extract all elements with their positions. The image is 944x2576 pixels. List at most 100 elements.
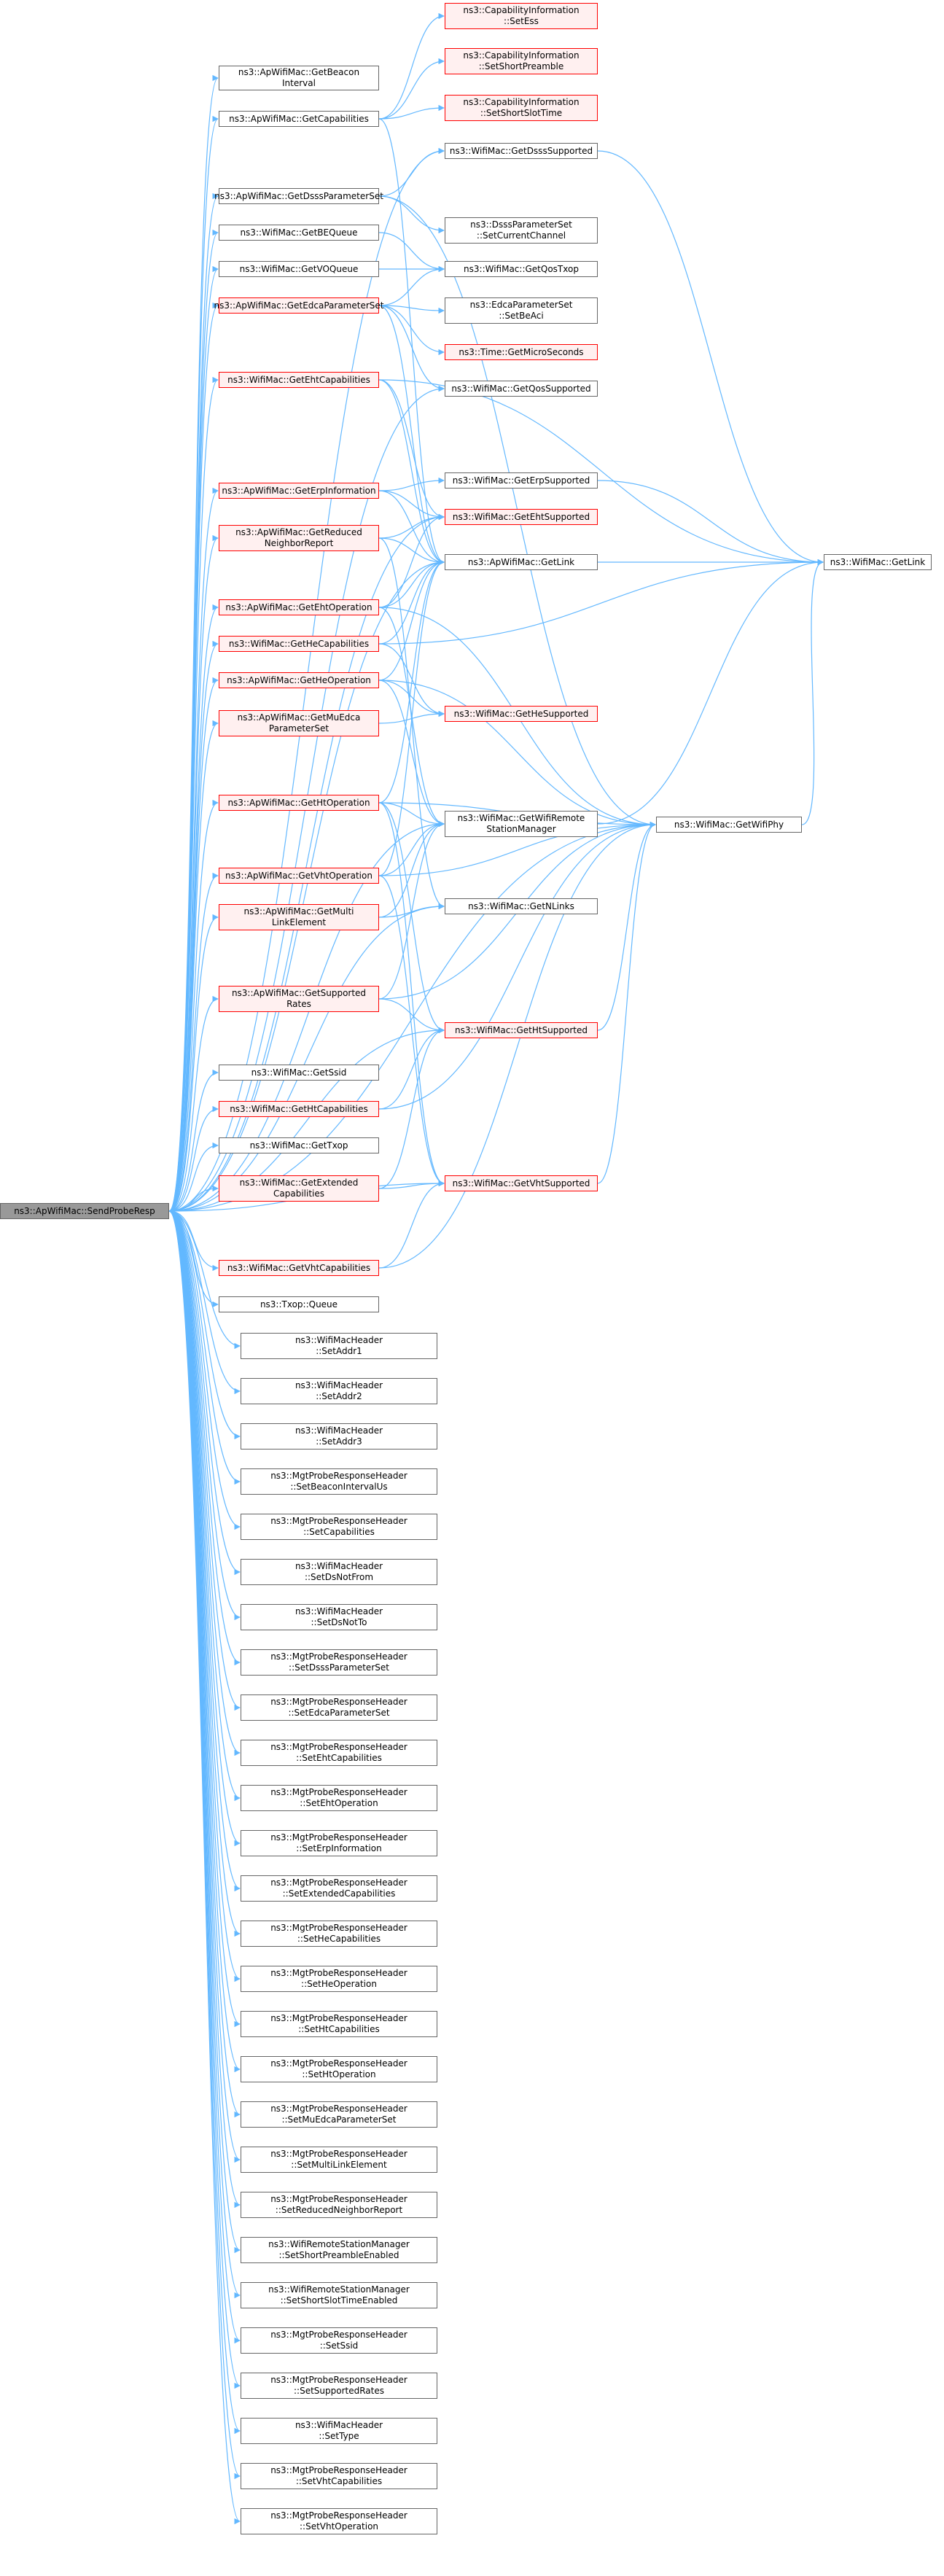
node-wifimac-getqossupported[interactable]: ns3::WifiMac::GetQosSupported (445, 381, 598, 397)
node-mgtproberesponseheader-setsupportedrates[interactable]: ns3::MgtProbeResponseHeader ::SetSupport… (241, 2373, 437, 2399)
edge-n6-to-m7 (378, 305, 445, 314)
node-mgtproberesponseheader-setreducedneighborreport[interactable]: ns3::MgtProbeResponseHeader ::SetReduced… (241, 2192, 437, 2218)
node-mgtproberesponseheader-setcapabilities[interactable]: ns3::MgtProbeResponseHeader ::SetCapabil… (241, 1514, 437, 1540)
edge-n22-to-m17 (378, 1180, 445, 1269)
node-apwifimac-sendproberesp[interactable]: ns3::ApWifiMac::SendProbeResp (0, 1203, 169, 1219)
node-wifimac-getvhtcapabilities[interactable]: ns3::WifiMac::GetVhtCapabilities (219, 1260, 379, 1276)
node-capabilityinformation-setshortslottime[interactable]: ns3::CapabilityInformation ::SetShortSlo… (445, 95, 598, 121)
node-wifimac-getehtsupported[interactable]: ns3::WifiMac::GetEhtSupported (445, 509, 598, 525)
node-mgtproberesponseheader-setbeaconintervalus[interactable]: ns3::MgtProbeResponseHeader ::SetBeaconI… (241, 1468, 437, 1495)
node-mgtproberesponseheader-setmuedcaparameterset[interactable]: ns3::MgtProbeResponseHeader ::SetMuEdcaP… (241, 2101, 437, 2128)
node-wifimacheader-setdsnotto[interactable]: ns3::WifiMacHeader ::SetDsNotTo (241, 1604, 437, 1630)
edge-n4-to-m6 (378, 232, 445, 273)
edge-n7-to-r2 (378, 379, 824, 566)
node-wifimac-geterpsupported[interactable]: ns3::WifiMac::GetErpSupported (445, 472, 598, 489)
edge-n2-to-m12 (378, 118, 445, 566)
node-apwifimac-gethtoperation[interactable]: ns3::ApWifiMac::GetHtOperation (219, 795, 379, 811)
node-wifiremotestationmanager-setshortpreambleenabled[interactable]: ns3::WifiRemoteStationManager ::SetShort… (241, 2237, 437, 2263)
node-wifimac-getwifiphy[interactable]: ns3::WifiMac::GetWifiPhy (656, 817, 802, 833)
node-apwifimac-getdsssparameterset[interactable]: ns3::ApWifiMac::GetDsssParameterSet (214, 188, 383, 204)
node-capabilityinformation-setshortpreamble[interactable]: ns3::CapabilityInformation ::SetShortPre… (445, 48, 598, 74)
edge-n6-to-m12 (378, 305, 445, 566)
node-apwifimac-getmulti-linkelement[interactable]: ns3::ApWifiMac::GetMulti LinkElement (219, 904, 379, 930)
edge-n7-to-m12 (378, 379, 445, 566)
node-apwifimac-getbeacon-interval[interactable]: ns3::ApWifiMac::GetBeacon Interval (219, 66, 379, 90)
node-apwifimac-geterpinformation[interactable]: ns3::ApWifiMac::GetErpInformation (219, 483, 379, 499)
node-mgtproberesponseheader-sethtcapabilities[interactable]: ns3::MgtProbeResponseHeader ::SetHtCapab… (241, 2011, 437, 2037)
node-apwifimac-getreduced-neighborreport[interactable]: ns3::ApWifiMac::GetReduced NeighborRepor… (219, 525, 379, 551)
node-mgtproberesponseheader-setehtcapabilities[interactable]: ns3::MgtProbeResponseHeader ::SetEhtCapa… (241, 1740, 437, 1766)
edge-n19-to-r1 (378, 821, 656, 1110)
node-mgtproberesponseheader-setvhtoperation[interactable]: ns3::MgtProbeResponseHeader ::SetVhtOper… (241, 2508, 437, 2534)
node-wifimac-gethecapabilities[interactable]: ns3::WifiMac::GetHeCapabilities (219, 636, 379, 652)
node-wifimacheader-setaddr2[interactable]: ns3::WifiMacHeader ::SetAddr2 (241, 1378, 437, 1404)
edge-n0-to-n39 (168, 1210, 241, 2028)
node-mgtproberesponseheader-seterpinformation[interactable]: ns3::MgtProbeResponseHeader ::SetErpInfo… (241, 1830, 437, 1856)
edge-m16-to-r1 (597, 821, 656, 1031)
node-wifimac-gethesupported[interactable]: ns3::WifiMac::GetHeSupported (445, 706, 598, 722)
node-wifimac-getvoqueue[interactable]: ns3::WifiMac::GetVOQueue (219, 261, 379, 277)
edge-n15-to-m14 (378, 820, 445, 876)
node-apwifimac-getheoperation[interactable]: ns3::ApWifiMac::GetHeOperation (219, 672, 379, 688)
node-mgtproberesponseheader-setheoperation[interactable]: ns3::MgtProbeResponseHeader ::SetHeOpera… (241, 1966, 437, 1992)
edge-n12-to-m14 (378, 680, 445, 828)
node-wifimacheader-setaddr3[interactable]: ns3::WifiMacHeader ::SetAddr3 (241, 1423, 437, 1450)
node-mgtproberesponseheader-setdsssparameterset[interactable]: ns3::MgtProbeResponseHeader ::SetDsssPar… (241, 1649, 437, 1676)
node-apwifimac-getehtoperation[interactable]: ns3::ApWifiMac::GetEhtOperation (219, 599, 379, 615)
edge-n6-to-m8 (378, 305, 445, 356)
edge-n0-to-n3 (168, 193, 219, 1212)
node-apwifimac-getcapabilities[interactable]: ns3::ApWifiMac::GetCapabilities (219, 111, 379, 127)
node-txop-queue[interactable]: ns3::Txop::Queue (219, 1296, 379, 1312)
node-mgtproberesponseheader-setvhtcapabilities[interactable]: ns3::MgtProbeResponseHeader ::SetVhtCapa… (241, 2463, 437, 2489)
node-wifimac-getnlinks[interactable]: ns3::WifiMac::GetNLinks (445, 898, 598, 914)
node-apwifimac-getsupported-rates[interactable]: ns3::ApWifiMac::GetSupported Rates (219, 986, 379, 1012)
node-edcaparameterset-setbeaci[interactable]: ns3::EdcaParameterSet ::SetBeAci (445, 297, 598, 324)
node-apwifimac-getedcaparameterset[interactable]: ns3::ApWifiMac::GetEdcaParameterSet (214, 297, 383, 314)
edge-m10-to-r2 (597, 480, 824, 566)
edge-n12-to-m12 (378, 559, 445, 681)
node-mgtproberesponseheader-setextendedcapabilities[interactable]: ns3::MgtProbeResponseHeader ::SetExtende… (241, 1875, 437, 1902)
edge-n10-to-m12 (378, 559, 445, 608)
node-apwifimac-getlink[interactable]: ns3::ApWifiMac::GetLink (445, 554, 598, 570)
node-wifimac-gettxop[interactable]: ns3::WifiMac::GetTxop (219, 1137, 379, 1153)
edge-n14-to-m17 (378, 802, 445, 1187)
node-dsssparameterset-setcurrentchannel[interactable]: ns3::DsssParameterSet ::SetCurrentChanne… (445, 217, 598, 244)
node-wifimacheader-setdsnotfrom[interactable]: ns3::WifiMacHeader ::SetDsNotFrom (241, 1559, 437, 1585)
node-wifimac-gethtsupported[interactable]: ns3::WifiMac::GetHtSupported (445, 1022, 598, 1038)
node-wifimac-getehtcapabilities[interactable]: ns3::WifiMac::GetEhtCapabilities (219, 372, 379, 388)
node-wifimac-gethtcapabilities[interactable]: ns3::WifiMac::GetHtCapabilities (219, 1101, 379, 1117)
edge-n15-to-m17 (378, 875, 445, 1187)
node-mgtproberesponseheader-sethecapabilities[interactable]: ns3::MgtProbeResponseHeader ::SetHeCapab… (241, 1921, 437, 1947)
node-apwifimac-getvhtoperation[interactable]: ns3::ApWifiMac::GetVhtOperation (219, 868, 379, 884)
edge-n8-to-m12 (378, 490, 445, 566)
edge-n12-to-m13 (378, 680, 445, 717)
node-wifimac-getwifiremote-stationmanager[interactable]: ns3::WifiMac::GetWifiRemote StationManag… (445, 811, 598, 837)
node-wifiremotestationmanager-setshortslottimeenabled[interactable]: ns3::WifiRemoteStationManager ::SetShort… (241, 2282, 437, 2308)
edge-n0-to-n6 (168, 303, 219, 1212)
node-mgtproberesponseheader-setssid[interactable]: ns3::MgtProbeResponseHeader ::SetSsid (241, 2327, 437, 2354)
edge-n0-to-n14 (168, 799, 219, 1212)
node-mgtproberesponseheader-sethtoperation[interactable]: ns3::MgtProbeResponseHeader ::SetHtOpera… (241, 2056, 437, 2082)
node-wifimac-getqostxop[interactable]: ns3::WifiMac::GetQosTxop (445, 261, 598, 277)
node-time-getmicroseconds[interactable]: ns3::Time::GetMicroSeconds (445, 344, 598, 360)
edge-n2-to-m1 (378, 12, 445, 120)
node-wifimac-getdssssupported[interactable]: ns3::WifiMac::GetDsssSupported (445, 143, 598, 159)
node-mgtproberesponseheader-setehtoperation[interactable]: ns3::MgtProbeResponseHeader ::SetEhtOper… (241, 1785, 437, 1811)
edge-n14-to-m12 (378, 559, 445, 803)
edge-n15-to-r1 (378, 821, 656, 876)
node-capabilityinformation-setess[interactable]: ns3::CapabilityInformation ::SetEss (445, 3, 598, 29)
edge-n0-to-n31 (168, 1210, 241, 1666)
node-wifimac-getextended-capabilities[interactable]: ns3::WifiMac::GetExtended Capabilities (219, 1175, 379, 1202)
node-wifimacheader-settype[interactable]: ns3::WifiMacHeader ::SetType (241, 2418, 437, 2444)
node-mgtproberesponseheader-setedcaparameterset[interactable]: ns3::MgtProbeResponseHeader ::SetEdcaPar… (241, 1694, 437, 1721)
node-wifimac-getlink[interactable]: ns3::WifiMac::GetLink (824, 554, 932, 570)
node-wifimacheader-setaddr1[interactable]: ns3::WifiMacHeader ::SetAddr1 (241, 1333, 437, 1359)
node-wifimac-getbequeue[interactable]: ns3::WifiMac::GetBEQueue (219, 225, 379, 241)
edge-n0-to-n22 (168, 1210, 219, 1272)
node-wifimac-getvhtsupported[interactable]: ns3::WifiMac::GetVhtSupported (445, 1175, 598, 1191)
node-mgtproberesponseheader-setmultilinkelement[interactable]: ns3::MgtProbeResponseHeader ::SetMultiLi… (241, 2147, 437, 2173)
node-wifimac-getssid[interactable]: ns3::WifiMac::GetSsid (219, 1065, 379, 1081)
edge-n0-to-n9 (168, 534, 219, 1212)
node-apwifimac-getmuedca-parameterset[interactable]: ns3::ApWifiMac::GetMuEdca ParameterSet (219, 710, 379, 736)
edge-n8-to-m10 (378, 477, 445, 491)
